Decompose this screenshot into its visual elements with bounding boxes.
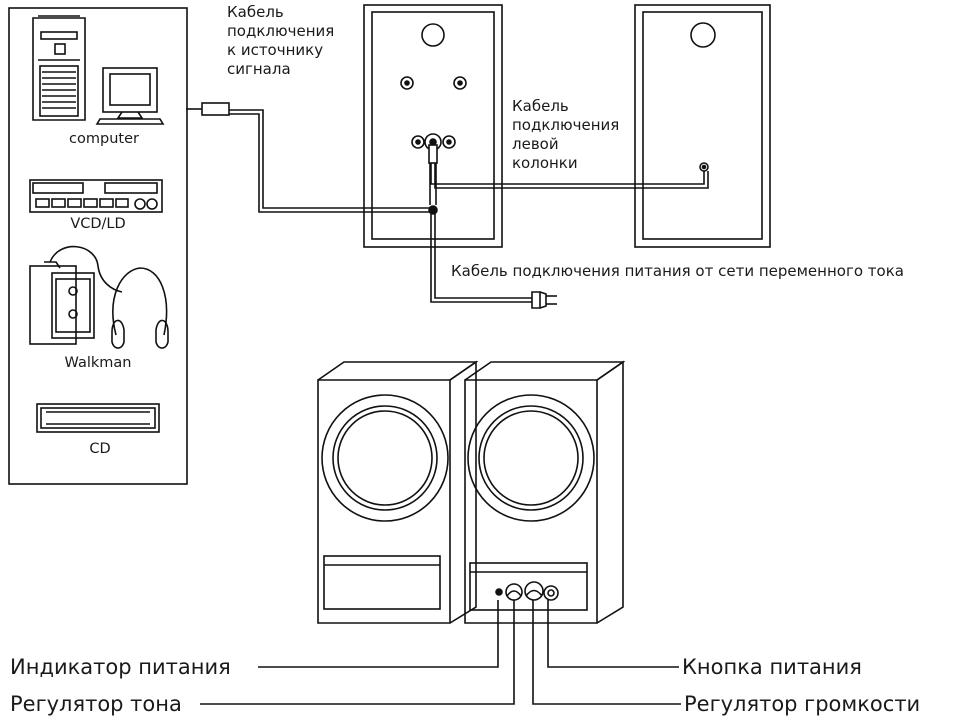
cd-label: CD bbox=[89, 441, 111, 457]
left-speaker-back bbox=[634, 4, 771, 248]
right-speaker-back bbox=[363, 4, 503, 248]
power-cable-label: Кабель подключения питания от сети перем… bbox=[451, 262, 904, 280]
left-speaker-cable-label: Кабель подключения левой колонки bbox=[512, 97, 620, 172]
vcd-label: VCD/LD bbox=[70, 216, 126, 232]
control-leader-lines bbox=[200, 600, 681, 705]
cd-player-icon bbox=[36, 403, 160, 433]
power-indicator-led bbox=[495, 588, 503, 596]
walkman-icon bbox=[29, 245, 169, 349]
tone-knob bbox=[505, 583, 523, 601]
left-speaker-cable bbox=[428, 144, 709, 189]
power-cable bbox=[430, 214, 557, 309]
source-devices-panel bbox=[8, 7, 188, 485]
computer-icon bbox=[32, 15, 165, 125]
power-indicator-label: Индикатор питания bbox=[10, 655, 231, 679]
walkman-label: Walkman bbox=[64, 355, 132, 371]
signal-cable-label: Кабель подключения к источнику сигнала bbox=[227, 3, 335, 78]
power-button-label: Кнопка питания bbox=[682, 655, 862, 679]
computer-label: computer bbox=[69, 131, 139, 147]
tone-control-label: Регулятор тона bbox=[10, 692, 182, 716]
volume-knob bbox=[524, 581, 544, 601]
vcd-player-icon bbox=[29, 179, 163, 213]
signal-cable bbox=[186, 102, 438, 215]
right-speaker-front bbox=[464, 360, 626, 624]
power-button bbox=[543, 585, 559, 601]
left-speaker-front bbox=[317, 360, 479, 624]
volume-control-label: Регулятор громкости bbox=[684, 692, 921, 716]
